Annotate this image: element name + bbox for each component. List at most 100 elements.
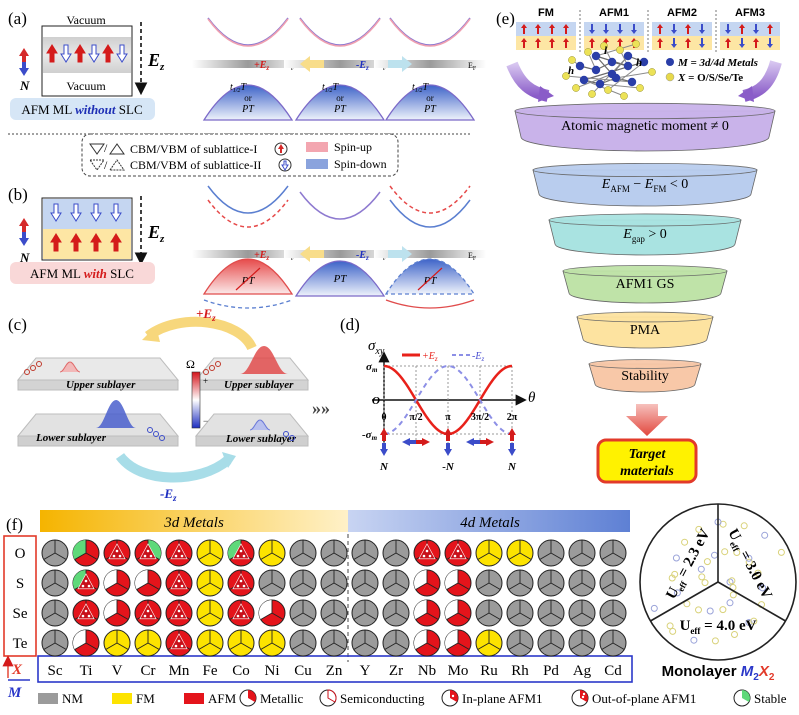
n-down-icon bbox=[508, 443, 516, 456]
panel-a: (a) Vacuum Vacuum Ez N AFM ML without SL… bbox=[8, 9, 486, 121]
cell-divider bbox=[539, 642, 552, 650]
d-ylabel: σxy bbox=[368, 338, 385, 357]
panel-f-label: (f) bbox=[6, 515, 23, 534]
material-cell bbox=[289, 599, 317, 627]
spin-up-icon bbox=[617, 38, 623, 48]
cell-divider bbox=[271, 582, 284, 590]
spin-dot bbox=[236, 614, 240, 618]
spin-dot bbox=[143, 614, 147, 618]
cell-divider bbox=[302, 582, 315, 590]
conduction-band bbox=[207, 17, 289, 46]
wheel-atom bbox=[729, 591, 737, 599]
cell-divider bbox=[302, 552, 315, 560]
plus-ez-b: +Ez bbox=[254, 250, 269, 262]
n-up-icon bbox=[444, 428, 452, 441]
funnel-part: FM bbox=[653, 184, 666, 194]
cell-divider bbox=[364, 612, 377, 620]
spin-dot bbox=[146, 549, 150, 553]
material-cell bbox=[320, 539, 348, 567]
cell-divider bbox=[85, 552, 98, 560]
cell-divider bbox=[136, 642, 149, 650]
spin-down-arrow bbox=[50, 203, 62, 222]
metal-label: Mn bbox=[169, 663, 190, 679]
funnel-part: < 0 bbox=[666, 177, 688, 192]
metal-label: Nb bbox=[418, 663, 436, 679]
m-atom bbox=[575, 61, 585, 71]
spin-up-icon bbox=[521, 38, 527, 48]
cell-divider bbox=[612, 612, 625, 620]
cell-divider bbox=[209, 612, 222, 620]
spin-down-icon bbox=[617, 24, 623, 34]
metal-label: Rh bbox=[511, 663, 529, 679]
funnel-layer-3 bbox=[562, 270, 728, 304]
cell-divider bbox=[519, 552, 532, 560]
config-upper bbox=[652, 22, 712, 36]
sym-sub: 1/2 bbox=[325, 88, 333, 94]
spin-down-icon bbox=[671, 38, 677, 48]
cell-divider bbox=[302, 642, 315, 650]
vacuum-top-label: Vacuum bbox=[66, 13, 106, 27]
chevron-right-icon: »» bbox=[312, 398, 330, 418]
material-cell bbox=[444, 599, 472, 627]
legend-label: NM bbox=[62, 691, 83, 706]
cell-divider bbox=[209, 552, 222, 560]
wheel-atom bbox=[750, 617, 758, 625]
n-label-b: N bbox=[19, 250, 30, 265]
h-height-label: h bbox=[568, 65, 574, 77]
conduction-band bbox=[389, 17, 471, 46]
cell-divider bbox=[570, 552, 583, 560]
funnel-top-2 bbox=[548, 213, 742, 227]
material-cell bbox=[103, 569, 131, 597]
spin-down-arrow bbox=[110, 203, 122, 222]
panel-b-label: (b) bbox=[8, 185, 28, 204]
split-band bbox=[203, 299, 293, 309]
spin-dot bbox=[239, 549, 243, 553]
material-cell bbox=[320, 569, 348, 597]
conduction-band bbox=[207, 18, 289, 47]
cell-divider bbox=[477, 612, 490, 620]
wheel-atom bbox=[745, 619, 753, 626]
cell-divider bbox=[322, 582, 335, 590]
spin-dot bbox=[81, 584, 85, 588]
cell-divider bbox=[291, 642, 304, 650]
omega-colorbar bbox=[191, 371, 201, 429]
cell-divider bbox=[136, 582, 149, 590]
legend-icon bbox=[441, 689, 459, 707]
cell-divider bbox=[333, 642, 346, 650]
valence-band bbox=[294, 84, 386, 121]
ef-sub: F bbox=[473, 66, 477, 72]
material-cell bbox=[382, 599, 410, 627]
wheel-atom bbox=[703, 558, 711, 566]
spin-down-icon bbox=[753, 24, 759, 34]
spin-up-icon bbox=[657, 38, 663, 48]
spin-dot bbox=[112, 554, 116, 558]
spin-dot bbox=[177, 639, 181, 643]
legend-label: Semiconducting bbox=[340, 691, 425, 706]
legend-swatch bbox=[38, 693, 58, 704]
funnel-label-2: Egap > 0 bbox=[622, 227, 666, 244]
cell-divider bbox=[539, 612, 552, 620]
legend-icon bbox=[571, 689, 589, 707]
conduction-band bbox=[207, 185, 289, 214]
x-atom bbox=[616, 46, 624, 54]
plus-ez-c: +Ez bbox=[196, 306, 216, 323]
cell-divider bbox=[601, 582, 614, 590]
spin-dot bbox=[149, 614, 153, 618]
wheel-atom bbox=[754, 569, 762, 577]
spin-arrows-a bbox=[46, 44, 128, 63]
n-up-icon bbox=[380, 428, 388, 441]
funnel-part: − bbox=[630, 177, 645, 192]
ez-label-b: Ez bbox=[147, 222, 165, 245]
spin-dot bbox=[84, 609, 88, 613]
down-arrow-icon bbox=[626, 404, 668, 436]
material-cell bbox=[258, 539, 286, 567]
fermi-level-bar bbox=[374, 60, 486, 68]
conduction-band bbox=[299, 17, 381, 46]
x-atom bbox=[572, 84, 580, 92]
cell-divider bbox=[105, 642, 118, 650]
sym-or: or bbox=[426, 93, 434, 103]
cell-divider bbox=[508, 582, 521, 590]
metal-label: Sc bbox=[48, 663, 63, 679]
